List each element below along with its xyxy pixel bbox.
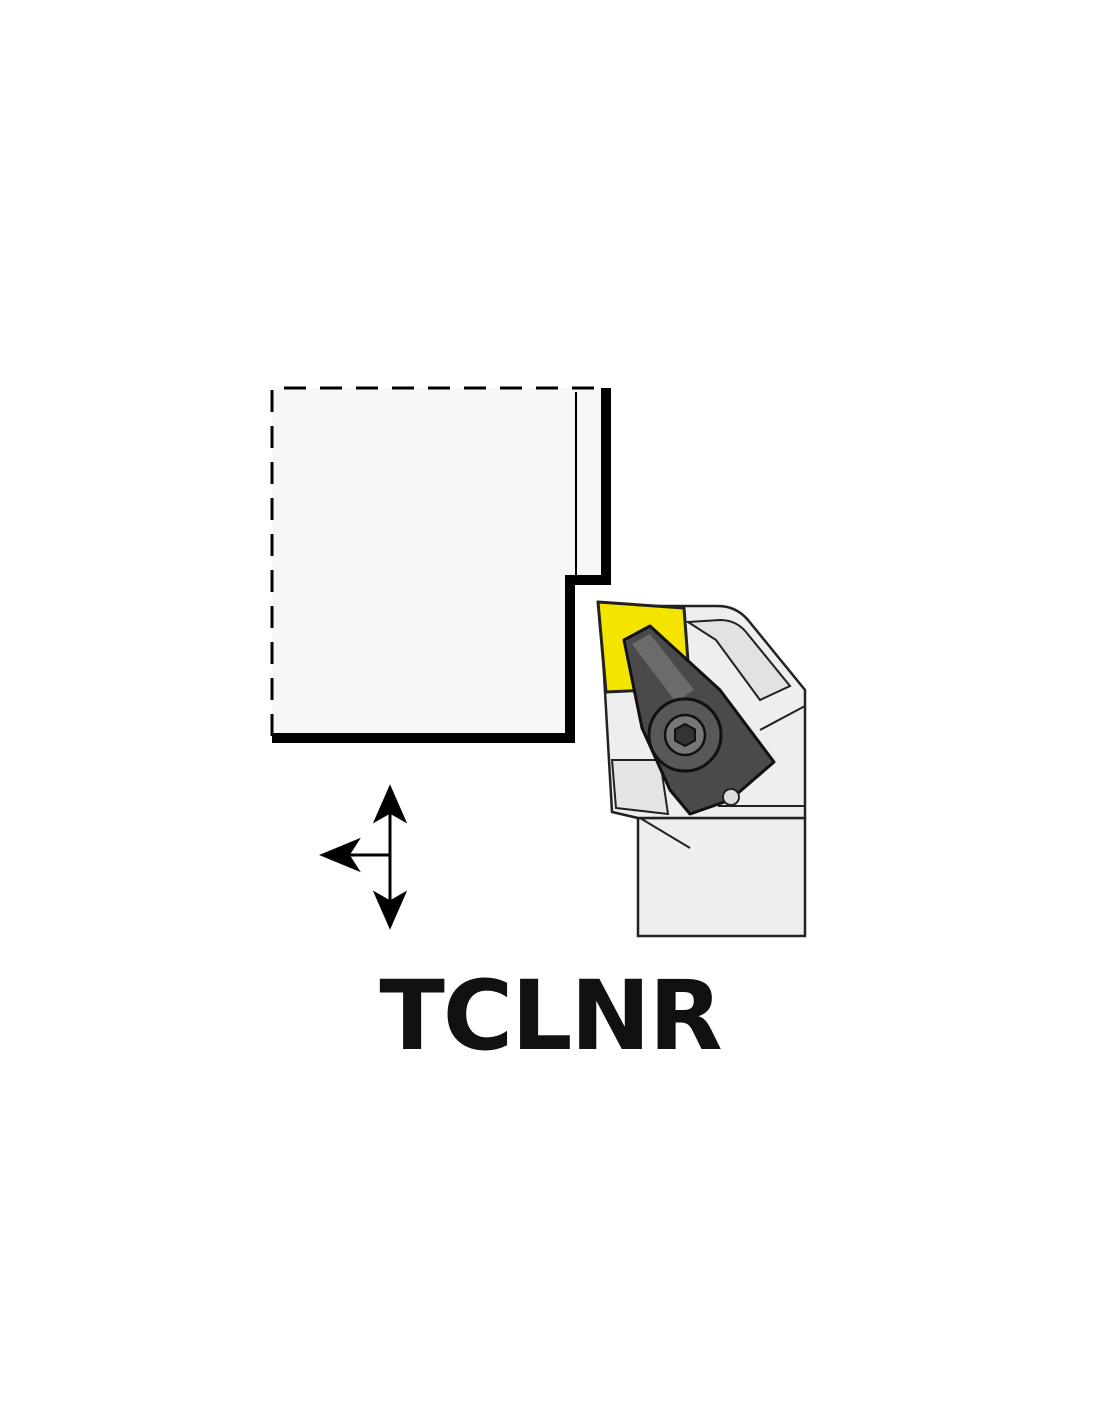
holder-head-facet-top — [684, 618, 792, 702]
arrow-left-head — [319, 837, 361, 873]
holder-pin — [722, 788, 740, 806]
hex-screw-icon — [674, 722, 696, 748]
workpiece — [270, 386, 611, 743]
arrow-down-head — [372, 890, 408, 930]
model-code: TCLNR — [379, 960, 722, 1072]
insert-clamp — [622, 624, 776, 816]
workpiece-machined-edge — [272, 388, 611, 743]
workpiece-dashed-outline — [270, 386, 606, 736]
clamp-highlight — [632, 634, 694, 702]
feed-direction-arrows-icon — [319, 784, 408, 930]
arrow-up-head — [372, 784, 408, 824]
workpiece-body — [272, 388, 606, 738]
holder-head-facet-side — [610, 759, 670, 816]
holder-shank — [636, 816, 807, 938]
